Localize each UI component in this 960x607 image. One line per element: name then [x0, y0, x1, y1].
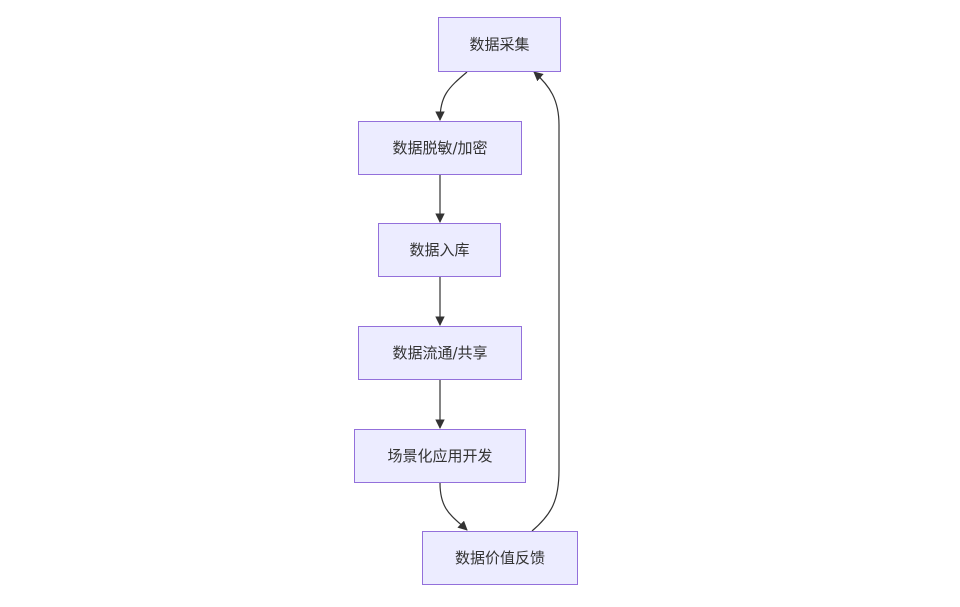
node-share: 数据流通/共享 [358, 326, 522, 380]
node-label: 数据流通/共享 [392, 344, 487, 362]
node-mask: 数据脱敏/加密 [358, 121, 522, 175]
edge-collect-to-mask [435, 71, 468, 121]
edge-app-to-feedback [439, 482, 468, 531]
node-label: 数据脱敏/加密 [392, 139, 487, 157]
node-label: 数据价值反馈 [455, 549, 545, 567]
node-label: 数据采集 [469, 36, 529, 54]
node-label: 数据入库 [409, 241, 469, 259]
node-app: 场景化应用开发 [354, 429, 526, 483]
node-collect: 数据采集 [438, 17, 561, 72]
node-label: 场景化应用开发 [387, 447, 492, 465]
node-store: 数据入库 [378, 223, 501, 277]
node-feedback: 数据价值反馈 [422, 531, 578, 585]
edge-feedback-to-collect [531, 71, 560, 532]
